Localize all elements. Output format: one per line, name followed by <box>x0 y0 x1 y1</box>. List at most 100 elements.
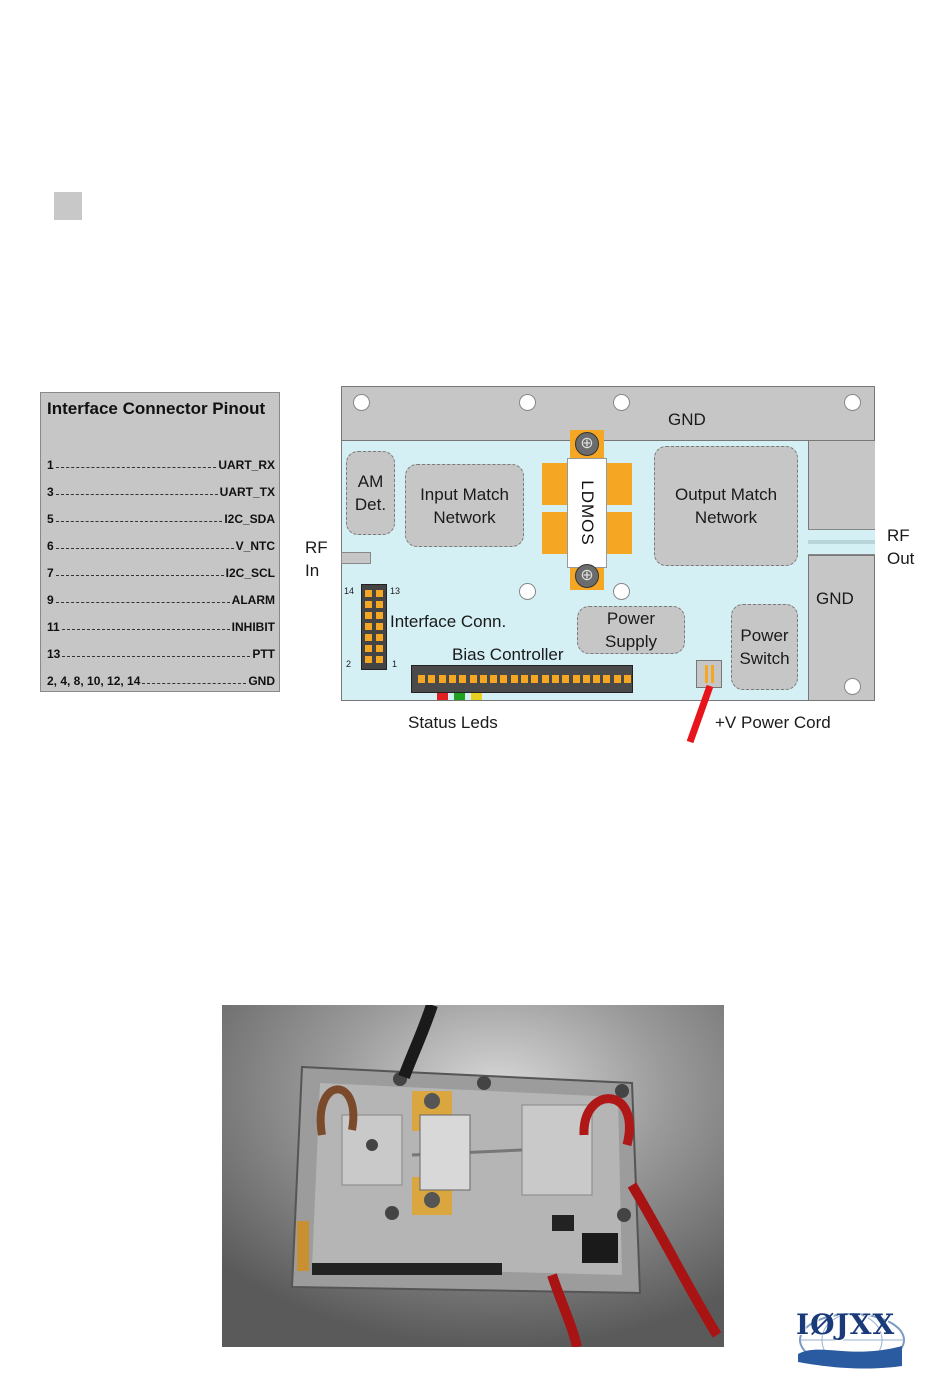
ldmos-pad <box>542 512 570 554</box>
mounting-hole <box>613 394 630 411</box>
header-pin <box>490 675 498 683</box>
pin-number: 7 <box>47 566 54 580</box>
mounting-hole <box>353 394 370 411</box>
connector-pin <box>365 623 372 630</box>
screw-icon: ⊕ <box>575 432 599 456</box>
status-led-green <box>454 693 465 700</box>
header-pin <box>500 675 508 683</box>
header-pin <box>603 675 611 683</box>
ldmos-pad <box>604 512 632 554</box>
pin-number: 5 <box>47 512 54 526</box>
callsign-logo: IØJXX <box>790 1302 910 1372</box>
pin-number: 11 <box>47 620 60 634</box>
header-pin <box>624 675 631 683</box>
connector-pin <box>365 656 372 663</box>
header-pin <box>582 675 590 683</box>
rf-out-label: RF Out <box>887 526 915 568</box>
power-supply-block: Power Supply <box>577 606 685 654</box>
pin-leader-line <box>61 628 230 630</box>
connector-pin <box>376 623 383 630</box>
mounting-hole <box>844 394 861 411</box>
pin-signal: PTT <box>252 647 275 661</box>
connector-pin <box>376 634 383 641</box>
pin-leader-line <box>142 682 247 684</box>
pin-signal: V_NTC <box>235 539 275 553</box>
header-pin <box>521 675 528 683</box>
connector-pin <box>376 601 383 608</box>
header-pin <box>551 675 559 683</box>
connector-pin <box>376 645 383 652</box>
header-pin <box>428 675 436 683</box>
pinout-title: Interface Connector Pinout <box>47 399 266 418</box>
connector-pin <box>365 601 372 608</box>
header-pin <box>469 675 477 683</box>
pin-signal: UART_RX <box>218 458 275 472</box>
pin-number: 13 <box>47 647 61 661</box>
header-pin <box>438 675 446 683</box>
header-pin <box>448 675 456 683</box>
connector-pin <box>376 590 383 597</box>
pin-signal: GND <box>248 674 275 688</box>
pin-leader-line <box>62 655 251 657</box>
connector-pin <box>376 656 383 663</box>
pinout-row: 13 PTT <box>47 647 275 661</box>
header-pin <box>562 675 570 683</box>
logo-graphic <box>798 1313 905 1369</box>
pinout-row: 2, 4, 8, 10, 12, 14 GND <box>47 674 275 688</box>
connector-pin <box>376 612 383 619</box>
pinout-row: 7 I2C_SCL <box>47 566 275 580</box>
pin-leader-line <box>55 466 217 468</box>
pinout-row: 3 UART_TX <box>47 485 275 499</box>
gnd-top-area <box>341 386 875 441</box>
rf-in-label: RF In <box>305 538 328 580</box>
pin-leader-line <box>55 601 230 603</box>
conn-pin-2-label: 2 <box>346 659 352 669</box>
ldmos-transistor: LDMOS <box>567 458 607 568</box>
output-match-network-block: Output Match Network <box>654 446 798 566</box>
gnd-top-label: GND <box>668 410 706 429</box>
power-cord-label: +V Power Cord <box>715 713 831 732</box>
rf-in-stub <box>341 552 371 564</box>
rf-out-line <box>808 529 875 555</box>
screw-icon: ⊕ <box>575 564 599 588</box>
power-switch-block: Power Switch <box>731 604 798 690</box>
header-pin <box>418 675 425 683</box>
pin-number: 3 <box>47 485 54 499</box>
status-led-red <box>437 693 448 700</box>
header-pin <box>531 675 539 683</box>
header-pin <box>613 675 621 683</box>
input-match-network-block: Input Match Network <box>405 464 524 547</box>
pin-leader-line <box>55 493 218 495</box>
ldmos-pad <box>604 463 632 505</box>
connector-pin <box>365 612 372 619</box>
header-pin <box>479 675 487 683</box>
pin-signal: ALARM <box>231 593 275 607</box>
connector-pin <box>365 634 372 641</box>
amplifier-photo-drawing <box>222 1005 724 1347</box>
conn-pin-1-label: 1 <box>392 659 398 669</box>
mounting-hole <box>519 394 536 411</box>
gnd-right-area <box>808 555 875 701</box>
interface-connector <box>361 584 387 670</box>
power-cord-wire <box>686 684 714 744</box>
amplifier-photo <box>222 1005 724 1347</box>
mounting-hole <box>844 678 861 695</box>
pin-number: 6 <box>47 539 54 553</box>
connector-pin <box>365 590 372 597</box>
gnd-right-label: GND <box>816 589 854 608</box>
header-pin <box>593 675 601 683</box>
pin-number: 2, 4, 8, 10, 12, 14 <box>47 674 141 688</box>
header-pin <box>510 675 518 683</box>
pin-signal: I2C_SCL <box>225 566 275 580</box>
mounting-hole <box>519 583 536 600</box>
pin-signal: UART_TX <box>219 485 275 499</box>
connector-pin <box>365 645 372 652</box>
am-detector-block: AM Det. <box>346 451 395 535</box>
pin-leader-line <box>55 574 224 576</box>
header-pin <box>541 675 549 683</box>
bias-controller-header <box>411 665 633 693</box>
